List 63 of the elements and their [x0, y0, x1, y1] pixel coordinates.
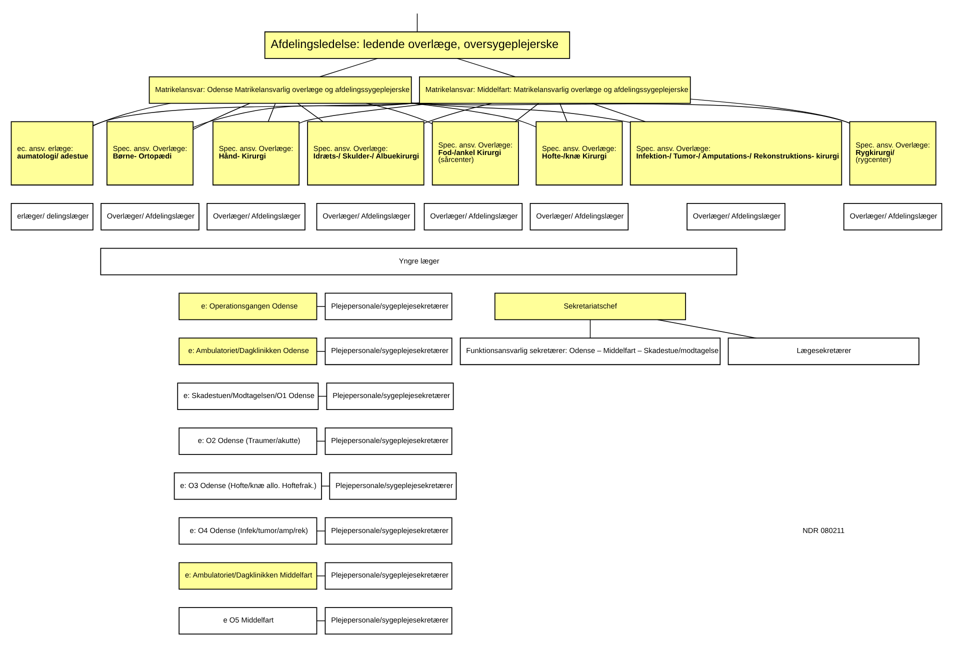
node-box: Overlæger/ Afdelingslæger — [206, 202, 306, 230]
node-box: e: O2 Odense (Traumer/akutte) — [178, 426, 318, 454]
connector — [690, 98, 850, 124]
node-box: Plejepersonale/sygeplejesekretærer — [324, 606, 452, 634]
connector — [298, 102, 433, 124]
node-box: Spec. ansv. Overlæge: Infektion-/ Tumor-/ Amputations-/ Rekonstruktions- kirurgi — [630, 120, 842, 185]
node-box: Overlæger/ Afdelingslæger — [530, 202, 629, 230]
node-box: e: O4 Odense (Infek/tumor/amp/rek) — [178, 516, 318, 544]
node-box: e O5 Middelfart — [178, 606, 318, 634]
node-box: Plejepersonale/sygeplejesekretærer — [324, 292, 452, 320]
node-box: Overlæger/ Afdelingslæger — [424, 202, 523, 230]
connector — [316, 575, 326, 576]
connector — [657, 318, 757, 338]
node-box: Sekretariatschef — [494, 292, 686, 320]
node-box: Spec. ansv. Overlæge: Hofte-/knæ Kirurgi — [536, 120, 623, 185]
node-box: Spec. ansv. Overlæge: Rygkirurgi/ (rygcenter) — [849, 120, 936, 185]
node-box: Spec. ansv. Overlæge: Børne- Ortopædi — [106, 120, 194, 185]
node-box: Overlæger/ Afdelingslæger — [316, 202, 416, 230]
connector — [590, 318, 591, 338]
connector — [321, 485, 330, 486]
connector — [268, 102, 276, 122]
node-box: e: Operationsgangen Odense — [178, 292, 318, 320]
connector — [591, 102, 646, 122]
node-box: Plejepersonale/sygeplejesekretærer — [326, 382, 454, 410]
connector — [411, 102, 630, 122]
node-box: Plejepersonale/sygeplejesekretærer — [329, 472, 457, 500]
label: NDR 080211 — [802, 525, 845, 534]
connector — [424, 102, 492, 124]
node-box: Spec. ansv. Overlæge: Hånd- Kirurgi — [212, 120, 300, 185]
connector — [297, 102, 324, 122]
node-box: Plejepersonale/sygeplejesekretærer — [324, 337, 452, 365]
connector — [192, 102, 250, 130]
connector — [411, 102, 536, 127]
connector — [366, 102, 433, 124]
node-box: e: Ambulatoriet/Dagklinikken Odense — [178, 337, 318, 365]
connector — [192, 102, 420, 128]
connector — [416, 12, 418, 32]
connector — [92, 102, 171, 126]
node-box: Spec. ansv. Overlæge: Fod-/ankel Kirurgi (sårcenter) — [432, 120, 519, 185]
connector — [411, 102, 850, 123]
node-box: Matrikelansvar: Odense Matrikelansvarlig overlæge og afdelingssygeplejerske — [148, 76, 412, 104]
connector — [316, 530, 326, 531]
node-box: e: Ambulatoriet/Dagklinikken Middelfart — [178, 562, 318, 590]
node-box: ec. ansv. erlæge: aumatologi/ adestue — [10, 120, 94, 185]
node-box: Yngre læger — [100, 247, 738, 275]
connector — [456, 58, 516, 77]
node-box: Overlæger/ Afdelingslæger — [686, 202, 786, 230]
node-box: e: Skadestuen/Modtagelsen/O1 Odense — [177, 382, 319, 410]
connector — [514, 102, 539, 122]
node-box: Afdelingsledelse: ledende overlæge, oversygeplejerske — [264, 30, 570, 58]
node-box: Plejepersonale/sygeplejesekretærer — [324, 426, 452, 454]
node-box: Lægesekretærer — [728, 337, 920, 365]
node-box: Spec. ansv. Overlæge: Idræts-/ Skulder-/ Albuekirurgi — [307, 120, 424, 185]
connector — [319, 58, 378, 77]
node-box: e: O3 Odense (Hofte/knæ allo. Hoftefrak.) — [174, 472, 322, 500]
node-box: Overlæger/ Afdelingslæger — [843, 202, 942, 230]
connector — [560, 102, 568, 122]
node-box: Funktionsansvarlig sekretærer: Odense – Middelfart – Skadestue/modtagelse — [460, 337, 721, 365]
node-box: Plejepersonale/sygeplejesekretærer — [324, 562, 452, 590]
node-box: Matrikelansvar: Middelfart: Matrikelansvarlig overlæge og afdelingssygeplejerske — [419, 76, 691, 104]
node-box: erlæger/ delingslæger — [10, 202, 94, 230]
node-box: Overlæger/ Afdelingslæger — [100, 202, 200, 230]
node-box: Plejepersonale/sygeplejesekretærer — [324, 516, 452, 544]
